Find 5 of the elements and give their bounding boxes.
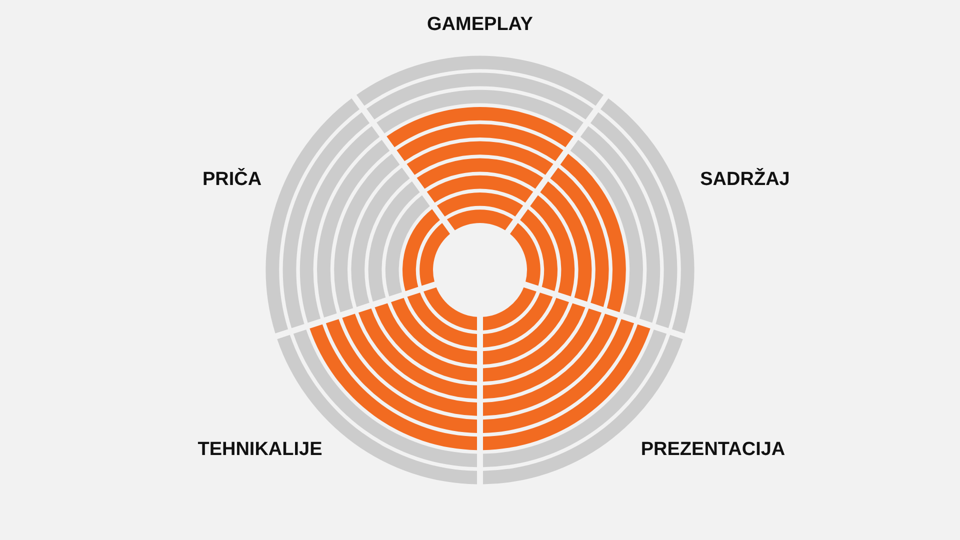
category-label: TEHNIKALIJE	[198, 439, 322, 461]
category-label: PREZENTACIJA	[640, 439, 786, 461]
category-label: PRIČA	[202, 169, 262, 191]
category-label: GAMEPLAY	[427, 14, 533, 36]
category-label: SADRŽAJ	[700, 169, 790, 191]
